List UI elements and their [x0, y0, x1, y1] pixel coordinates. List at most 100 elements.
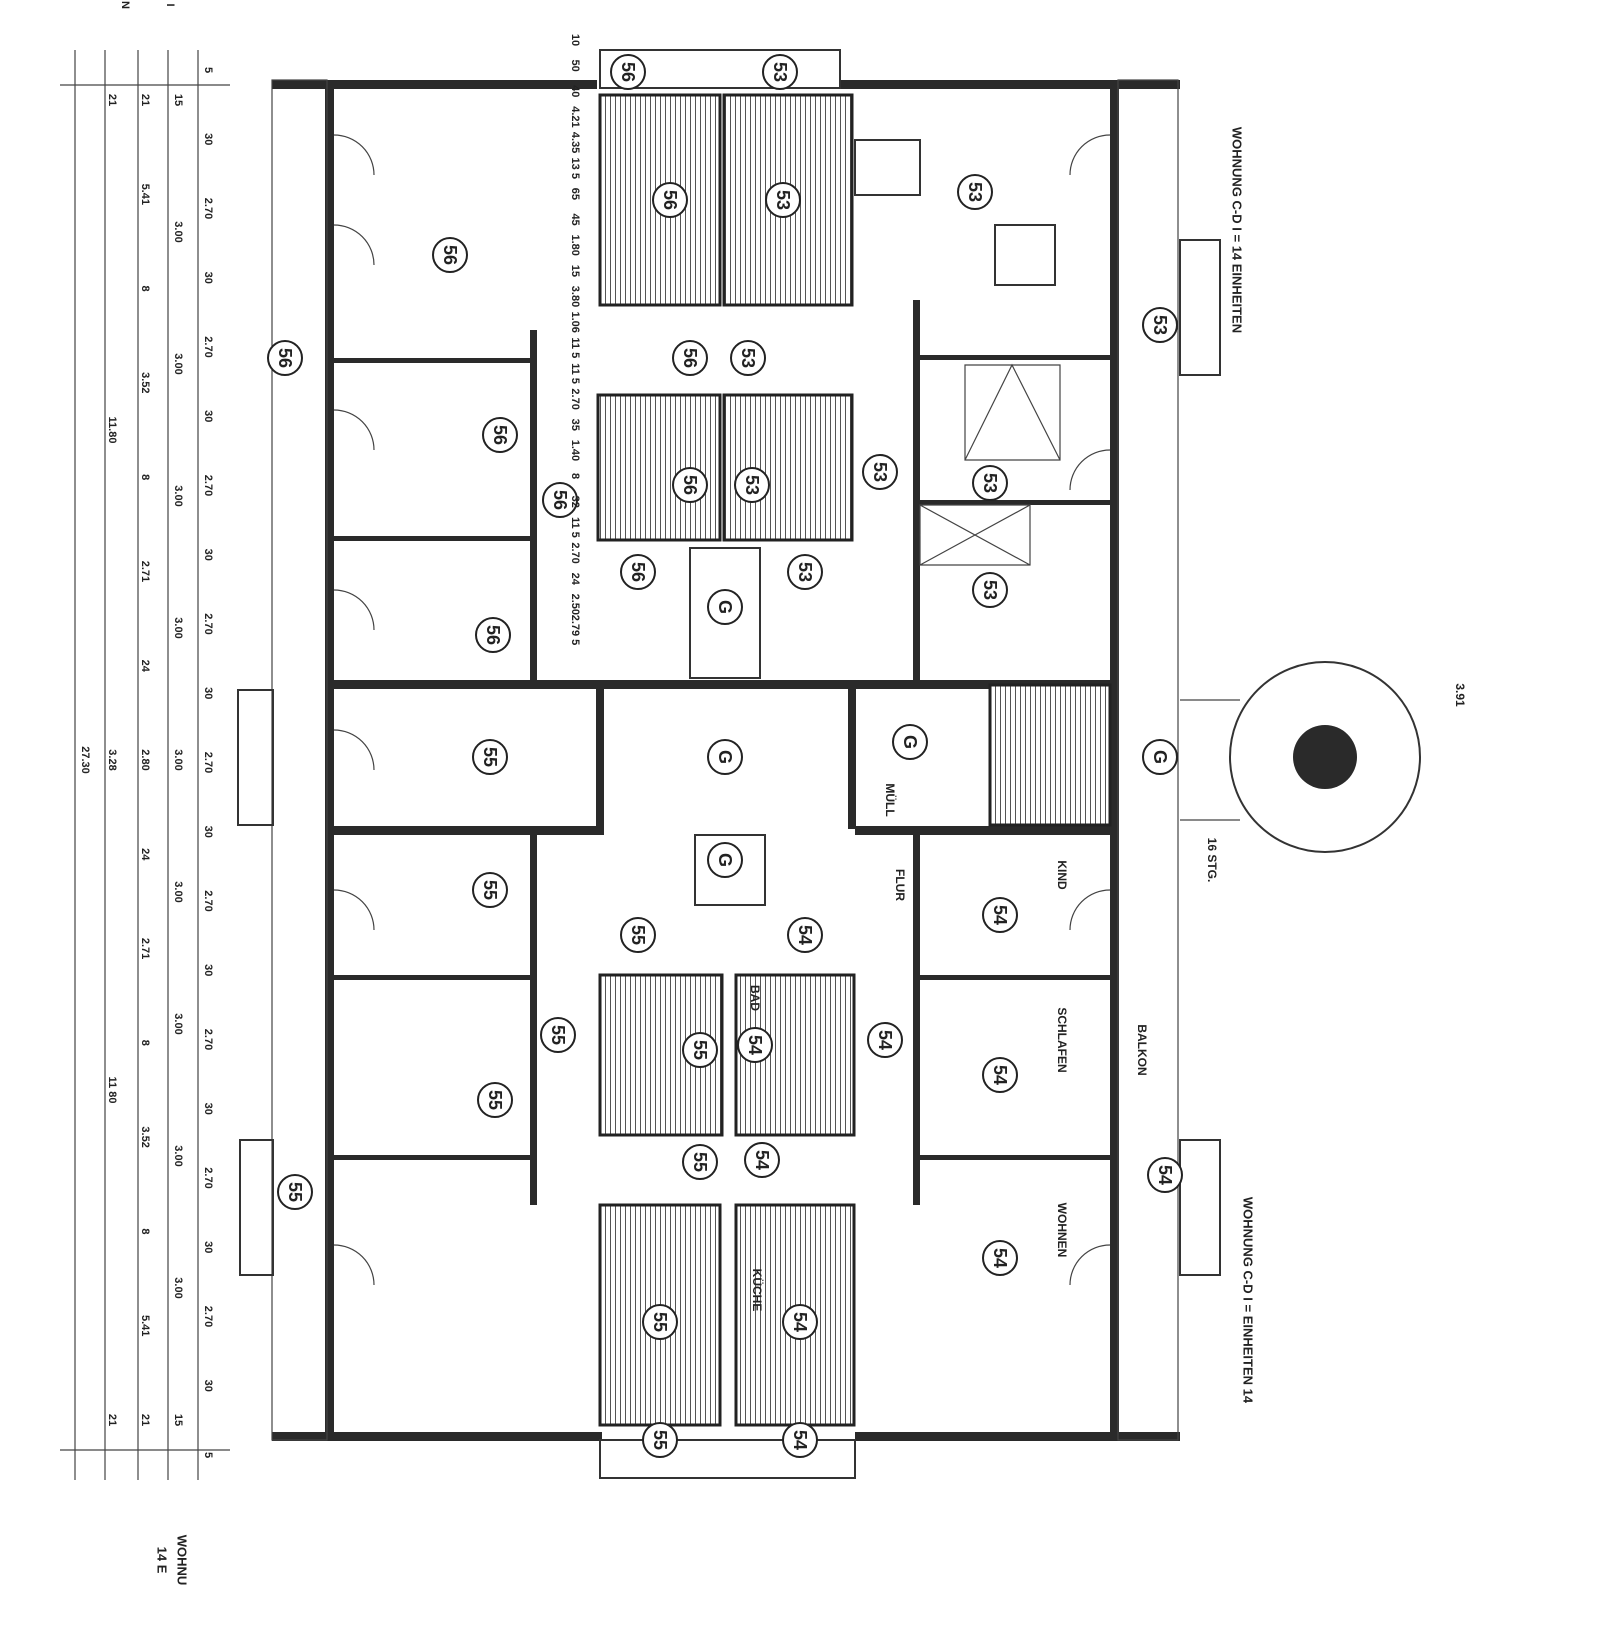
dimension-label: 2.80 [139, 749, 151, 770]
unit-marker-circle [782, 1304, 818, 1340]
dimension-label: 8 [139, 1228, 151, 1234]
unit-marker-circle [982, 897, 1018, 933]
dimension-label: 50 [569, 60, 581, 72]
unit-marker-label: 56 [440, 245, 460, 265]
unit-marker-circle [472, 872, 508, 908]
dimension-label: 35 [569, 419, 581, 431]
dimension-label: 3.00 [172, 1277, 184, 1298]
unit-marker-circle [682, 1144, 718, 1180]
dimension-label: 32 [569, 496, 581, 508]
unit-marker-label: 53 [773, 190, 793, 210]
dimension-label: 8 [569, 473, 581, 479]
unit-marker-label: 55 [690, 1040, 710, 1060]
unit-marker-circle [620, 917, 656, 953]
unit-marker-label: 55 [485, 1090, 505, 1110]
dimension-label: 3.00 [172, 353, 184, 374]
dimension-label: 21 [106, 94, 118, 106]
unit-marker-circle [762, 54, 798, 90]
unit-marker-circle [787, 917, 823, 953]
unit-marker-circle [682, 1032, 718, 1068]
dimension-label: 11 5 [569, 517, 581, 538]
dimension-label: 4.21 [569, 106, 581, 127]
unit-marker-label: 54 [990, 905, 1010, 925]
unit-marker-label: 53 [742, 475, 762, 495]
unit-marker-label: 53 [1150, 315, 1170, 335]
unit-marker-label: 53 [980, 473, 1000, 493]
title-left-fragment: 14 E [155, 1547, 170, 1574]
unit-marker-circle [277, 1174, 313, 1210]
unit-marker-circle [267, 340, 303, 376]
dimension-label: 1.80 [569, 235, 581, 256]
dimension-label: 11.80 [106, 417, 118, 444]
unit-marker-circle [982, 1057, 1018, 1093]
dimension-label: 5.41 [139, 1315, 151, 1336]
unit-marker-circle [540, 1017, 576, 1053]
unit-marker-label: 56 [483, 625, 503, 645]
unit-marker-label: 56 [660, 190, 680, 210]
unit-marker-circle [1147, 1157, 1183, 1193]
dimension-label: 30 [202, 1241, 214, 1253]
dimension-label: 24 [139, 660, 151, 673]
dimension-label: 21 [139, 94, 151, 106]
unit-marker-label: 55 [650, 1430, 670, 1450]
unit-marker-circle [672, 340, 708, 376]
dimension-label: 30 [202, 1380, 214, 1392]
dimension-label: 2.70 [202, 613, 214, 634]
unit-marker-circle [982, 1240, 1018, 1276]
dimension-label: 3.52 [139, 372, 151, 393]
unit-marker-label: 55 [285, 1182, 305, 1202]
dimension-label: 30 [202, 410, 214, 422]
dimension-label: 27.30 [79, 746, 91, 774]
dimension-label: 3.00 [172, 881, 184, 902]
dimension-label: 3.00 [172, 617, 184, 638]
unit-marker-label: G [715, 853, 735, 867]
unit-marker-circle [477, 1082, 513, 1118]
dimension-label: 3.00 [172, 1145, 184, 1166]
dimension-label: 21 [106, 1414, 118, 1426]
room-label-muell: MÜLL [883, 783, 898, 816]
unit-marker-circle [972, 572, 1008, 608]
unit-marker-label: 56 [275, 348, 295, 368]
dimension-label: 2.70 [569, 388, 581, 409]
unit-marker-label: G [715, 600, 735, 614]
unit-marker-label: 53 [870, 462, 890, 482]
dimension-label: 2.70 [202, 336, 214, 357]
dimension-label: 13 5 [569, 158, 581, 179]
unit-marker-label: 54 [875, 1030, 895, 1050]
unit-marker-circle [652, 182, 688, 218]
unit-marker-circle [862, 454, 898, 490]
dimension-label: 40 [569, 85, 581, 97]
dimension-label: 2.79 5 [569, 615, 581, 646]
unit-marker-label: 54 [1155, 1165, 1175, 1185]
room-label-flur: FLUR [893, 869, 907, 901]
dimension-label: 15 [172, 94, 184, 106]
dimension-label: 11 5 [569, 337, 581, 358]
dimension-label: 8 [139, 286, 151, 292]
unit-marker-circle [972, 465, 1008, 501]
dimension-label: 2.70 [202, 1167, 214, 1188]
unit-marker-label: 56 [550, 490, 570, 510]
unit-marker-circle [472, 739, 508, 775]
corner-mark: N [119, 1, 131, 9]
unit-marker-label: 55 [690, 1152, 710, 1172]
dimension-label: 5 [202, 67, 214, 73]
dimension-chains [60, 50, 230, 1480]
unit-marker-label: 55 [548, 1025, 568, 1045]
dimension-label: 5.41 [139, 184, 151, 205]
unit-marker-label: 55 [650, 1312, 670, 1332]
unit-marker-label: 54 [795, 925, 815, 945]
dimension-label: 3.80 [569, 286, 581, 307]
dimension-label: 2.70 [569, 542, 581, 563]
unit-marker-label: 53 [965, 182, 985, 202]
dimension-label: 1.40 [569, 440, 581, 461]
dimension-label: 3.52 [139, 1126, 151, 1147]
unit-marker-circle [707, 739, 743, 775]
title-left-fragment: WOHNU [175, 1535, 190, 1586]
unit-marker-circle [672, 467, 708, 503]
dimension-label: 30 [202, 964, 214, 976]
dimension-label: 24 [139, 848, 151, 861]
dimension-label: 3.00 [172, 749, 184, 770]
room-label-balkon: BALKON [1135, 1024, 1149, 1075]
room-label-kueche: KÜCHE [750, 1269, 765, 1312]
